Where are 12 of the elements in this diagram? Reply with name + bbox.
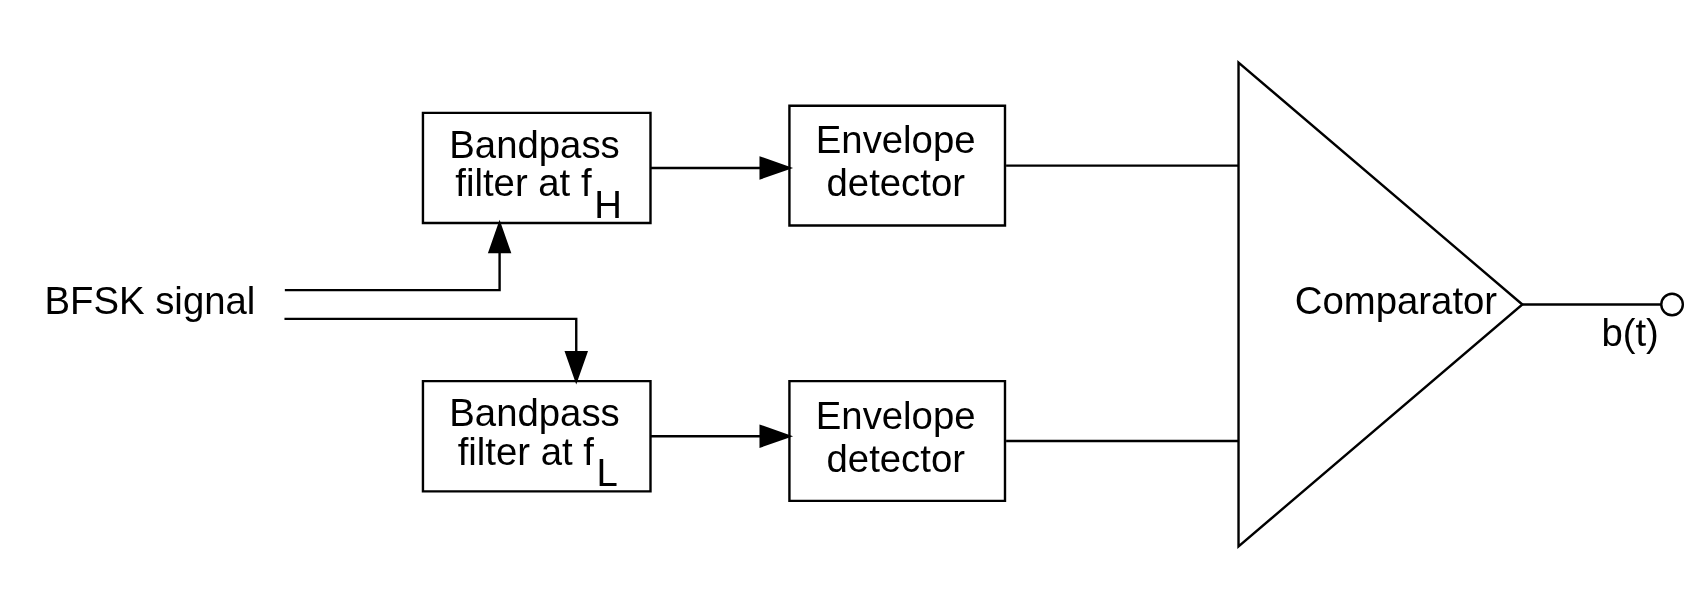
arrow — [284, 219, 512, 291]
node-text: BFSK signal — [44, 278, 256, 322]
connector — [1006, 163, 1239, 167]
node-label: b(t) — [1601, 310, 1659, 354]
arrow — [650, 155, 794, 180]
node-box: Envelope detector — [788, 379, 1007, 502]
arrow — [284, 317, 588, 385]
node-circle — [1660, 292, 1685, 316]
arrow — [650, 424, 794, 448]
connector — [1006, 439, 1239, 442]
node-box: Envelope detector — [788, 104, 1007, 227]
connector — [1522, 302, 1662, 306]
